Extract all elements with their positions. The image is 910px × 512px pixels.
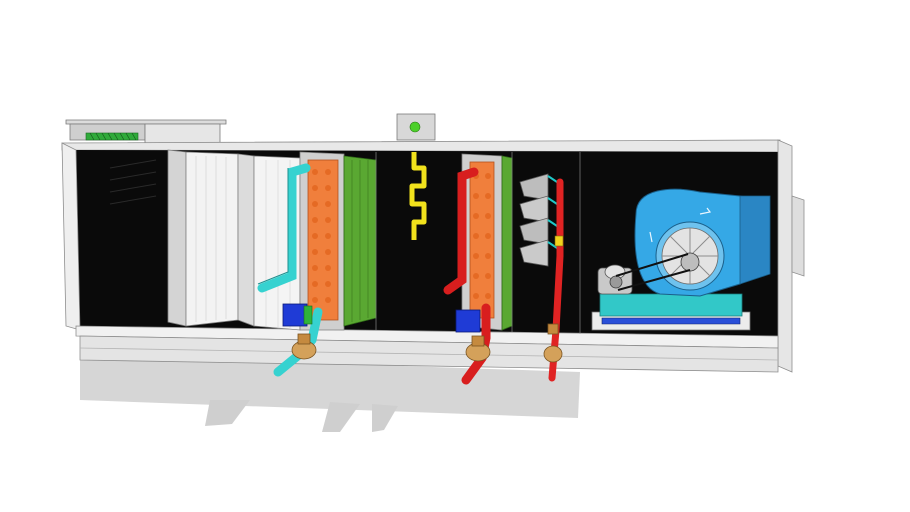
intake-louvers [109,159,157,205]
status-light [409,121,421,133]
actuator [282,303,308,327]
steam-valve [543,235,564,363]
heating-coil [461,153,513,331]
chilled-water-pipe-outline [257,168,289,285]
heating-valve [455,309,491,362]
humidifier [409,152,427,240]
intake-damper [65,119,227,145]
steam-diffusers [519,173,561,267]
casing-right-wall [777,139,793,373]
ground-shadow [80,355,580,432]
actuator [455,309,481,333]
belt-drive [615,253,691,291]
base-rail [75,325,779,373]
casing-frame-lines [375,152,581,334]
motor [597,264,633,295]
supply-fan [634,188,771,297]
discharge-collar [791,195,805,277]
panel-filter [167,149,255,327]
fan-base [591,293,751,331]
cooling-valve [282,303,317,360]
control-box [396,113,436,141]
cooling-coil [299,151,377,331]
